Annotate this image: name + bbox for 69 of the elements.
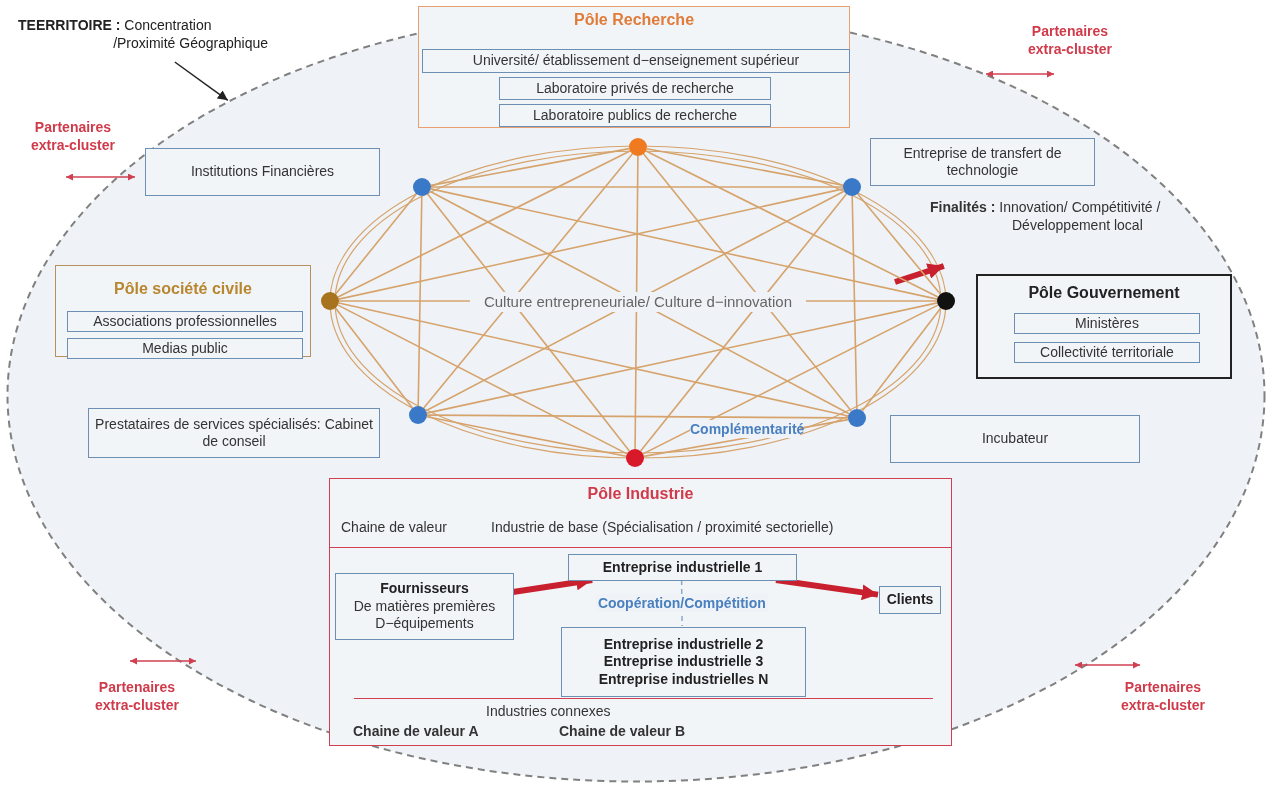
panel-title: Pôle Gouvernement <box>1028 284 1180 302</box>
enterprise-box: Entreprise industrielle 1 <box>568 554 797 581</box>
member-box: Laboratoire publics de recherche <box>499 104 771 127</box>
pole-panel <box>55 265 311 357</box>
goal-text: Finalités : Innovation/ Compétitivité / Développement local <box>930 198 1165 266</box>
box-text: Fournisseurs <box>380 580 469 598</box>
client-box: Clients <box>879 586 941 614</box>
network-link <box>337 304 628 455</box>
panel-title: Pôle Industrie <box>587 485 694 503</box>
actor-box: Entreprise de transfert de technologie <box>870 138 1095 186</box>
panel-title: Pôle société civile <box>114 280 252 298</box>
partner-label: Partenaires extra-cluster <box>93 678 180 715</box>
member-box: Associations professionnelles <box>67 311 303 332</box>
section-label: Industrie de base (Spécialisation / proximité sectorielle) <box>491 519 834 535</box>
pole-panel <box>418 6 850 128</box>
network-link <box>851 195 858 410</box>
pole-panel <box>329 478 952 746</box>
network-link <box>430 188 938 300</box>
network-link <box>426 302 938 414</box>
network-link <box>861 307 942 412</box>
leader-arrow <box>174 61 229 102</box>
pole-panel <box>976 274 1232 379</box>
network-link <box>642 153 853 412</box>
dashed-link <box>680 579 683 627</box>
network-link <box>422 153 634 409</box>
section-label: Industries connexes <box>486 703 611 719</box>
supplier-box <box>335 573 514 640</box>
member-box: Collectivité territoriale <box>1014 342 1200 363</box>
network-link <box>634 155 639 450</box>
partner-label: Partenaires extra-cluster <box>1119 678 1206 715</box>
network-link <box>337 150 631 298</box>
partner-label: Partenaires extra-cluster <box>1026 22 1113 59</box>
network-link <box>338 188 844 300</box>
enterprise-box <box>561 627 806 697</box>
network-link <box>426 414 849 419</box>
panel-title: Pôle Recherche <box>573 11 695 29</box>
actor-box: Institutions Financières <box>145 148 380 196</box>
partner-label: Partenaires extra-cluster <box>29 118 116 155</box>
flow-arrow <box>775 577 879 601</box>
network-link <box>430 147 630 187</box>
network-link <box>642 304 939 455</box>
member-box: Université/ établissement d−enseignement supérieur <box>422 49 850 73</box>
box-text: Entreprise industrielle 3 <box>603 653 764 671</box>
box-text: De matières premières D−équipements <box>352 597 497 633</box>
network-link <box>639 193 848 452</box>
actor-box: Prestataires de services spécialisés: Cabinet de conseil <box>88 408 380 458</box>
network-link <box>417 195 423 407</box>
network-link <box>334 307 414 409</box>
center-label: Culture entrepreneuriale/ Culture d−innovation <box>470 292 806 312</box>
flow-arrow <box>894 263 945 285</box>
section-label: Chaine de valeur <box>341 519 447 535</box>
chain-label: Chaine de valeur B <box>559 723 686 739</box>
network-link <box>646 147 844 187</box>
network-link <box>645 150 939 298</box>
member-box: Medias public <box>67 338 303 359</box>
actor-box: Incubateur <box>890 415 1140 463</box>
member-box: Ministères <box>1014 313 1200 334</box>
chain-label: Chaine de valeur A <box>353 723 479 739</box>
network-link <box>856 193 942 295</box>
box-text: Entreprise industrielles N <box>598 670 769 689</box>
member-box: Laboratoire privés de recherche <box>499 77 771 100</box>
annotation-text: TEERRITOIRE : Concentration /Proximité Géographique <box>18 16 268 62</box>
box-text: Entreprise industrielle 2 <box>603 635 764 654</box>
network-link <box>430 186 844 188</box>
territory-ellipse <box>6 8 1266 783</box>
network-link <box>426 415 627 458</box>
network-link <box>334 193 418 295</box>
network-link <box>426 193 631 452</box>
network-link <box>338 302 849 417</box>
